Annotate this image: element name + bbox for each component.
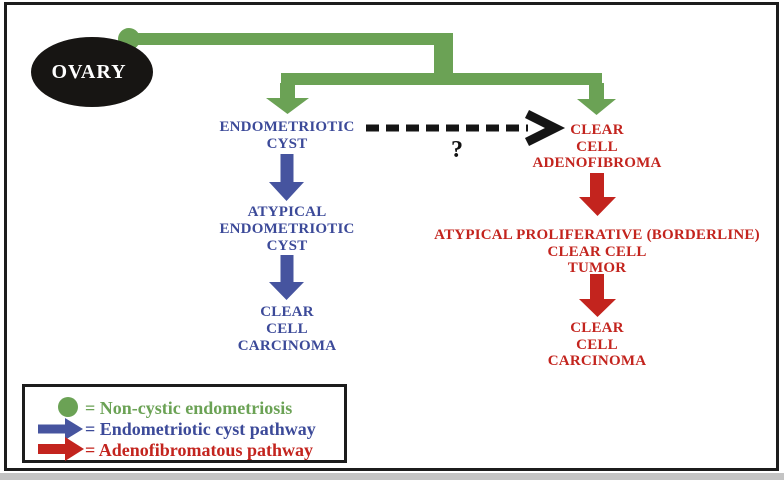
node-line: CARCINOMA xyxy=(238,338,336,354)
green-arrow-right-shaft xyxy=(589,83,604,100)
ovary-ellipse xyxy=(31,37,153,107)
red-arrow-1-shaft xyxy=(590,173,604,198)
ovary-label: OVARY xyxy=(51,61,126,83)
legend-red-arrow-head xyxy=(65,437,84,461)
node-line: ATYPICAL xyxy=(248,204,327,220)
legend-label-endometriotic-cyst-pathway: = Endometriotic cyst pathway xyxy=(85,419,316,439)
question-mark: ? xyxy=(451,137,463,163)
node-line: CLEAR xyxy=(570,320,624,336)
figure-border xyxy=(4,2,779,471)
green-arrow-left-head xyxy=(266,98,309,114)
node-line: CELL xyxy=(576,139,618,155)
endometriotic-cyst-pathway-arrows xyxy=(269,154,304,300)
legend-red-arrow-shaft xyxy=(38,444,65,454)
node-line: CLEAR CELL xyxy=(547,244,646,260)
node-line: CLEAR xyxy=(260,304,314,320)
blue-arrow-2-head xyxy=(269,282,304,300)
legend: = Non-cystic endometriosis = Endometriot… xyxy=(22,384,347,463)
node-atypical-proliferative-borderline-clear-cell-tumor: ATYPICAL PROLIFERATIVE (BORDERLINE) CLEA… xyxy=(434,227,760,276)
adenofibromatous-pathway-arrows xyxy=(579,173,616,317)
green-connector-crossbar xyxy=(281,73,602,85)
left-pathway-labels: ENDOMETRIOTIC CYST ATYPICAL ENDOMETRIOTI… xyxy=(219,119,354,354)
blue-arrow-1-head xyxy=(269,182,304,201)
node-line: CELL xyxy=(266,321,308,337)
node-line: CYST xyxy=(267,136,308,152)
node-line: CLEAR xyxy=(570,122,624,138)
node-clear-cell-carcinoma-right: CLEAR CELL CARCINOMA xyxy=(548,320,646,369)
uncertain-link-arrow: ? xyxy=(366,109,566,163)
node-clear-cell-carcinoma-left: CLEAR CELL CARCINOMA xyxy=(238,304,336,354)
legend-green-dot-icon xyxy=(58,397,78,417)
node-line: ENDOMETRIOTIC xyxy=(219,119,354,135)
node-clear-cell-adenofibroma: CLEAR CELL ADENOFIBROMA xyxy=(532,122,661,171)
node-endometriotic-cyst: ENDOMETRIOTIC CYST xyxy=(219,119,354,152)
red-arrow-1-head xyxy=(579,197,616,216)
green-arrow-left-shaft xyxy=(280,83,295,99)
legend-blue-arrow-head xyxy=(65,418,83,440)
right-pathway-labels: CLEAR CELL ADENOFIBROMA ATYPICAL PROLIFE… xyxy=(434,122,760,369)
node-line: CARCINOMA xyxy=(548,353,646,369)
blue-arrow-1-shaft xyxy=(280,154,294,183)
node-line: TUMOR xyxy=(568,260,627,276)
green-pathway-connectors xyxy=(118,28,616,115)
node-atypical-endometriotic-cyst: ATYPICAL ENDOMETRIOTIC CYST xyxy=(219,204,354,254)
legend-blue-arrow-icon xyxy=(38,418,83,440)
node-line: CYST xyxy=(267,238,308,254)
legend-label-adenofibromatous-pathway: = Adenofibromatous pathway xyxy=(85,440,313,460)
blue-arrow-2-shaft xyxy=(280,255,294,283)
node-line: CELL xyxy=(576,337,618,353)
dashed-arrow-head-icon xyxy=(524,109,566,147)
node-line: ADENOFIBROMA xyxy=(532,155,661,171)
scan-edge-strip xyxy=(0,473,784,480)
red-arrow-2-head xyxy=(579,299,616,317)
legend-red-arrow-icon xyxy=(38,437,84,461)
green-connector-vertical xyxy=(434,39,453,79)
legend-label-non-cystic-endometriosis: = Non-cystic endometriosis xyxy=(85,398,292,418)
node-line: ATYPICAL PROLIFERATIVE (BORDERLINE) xyxy=(434,227,760,243)
green-connector-top xyxy=(135,33,453,45)
green-arrow-right-head xyxy=(577,99,616,115)
legend-blue-arrow-shaft xyxy=(38,424,65,434)
node-line: ENDOMETRIOTIC xyxy=(219,221,354,237)
red-arrow-2-shaft xyxy=(590,274,604,300)
